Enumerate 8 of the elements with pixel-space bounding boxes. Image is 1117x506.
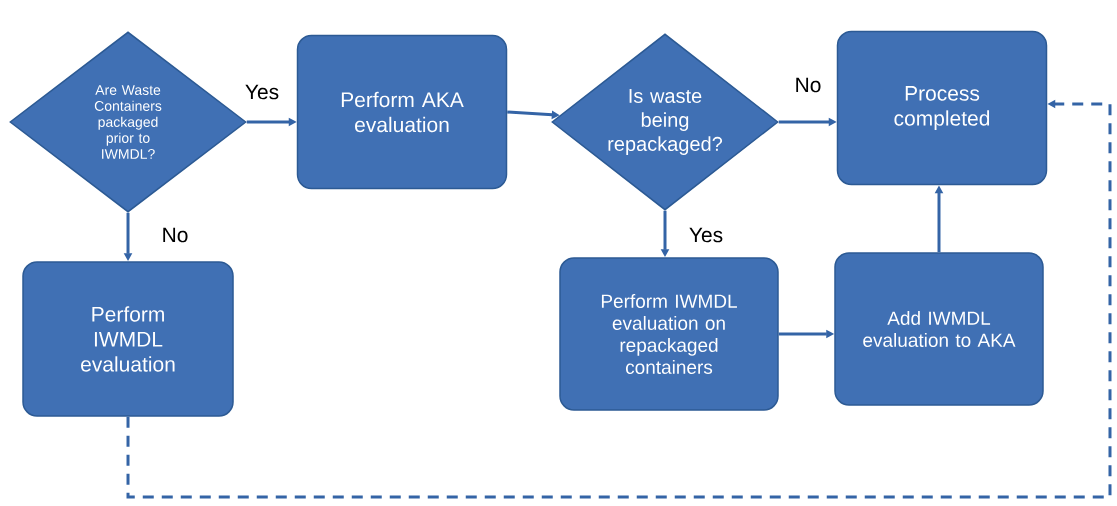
process-box: Add IWMDL evaluation to AKA — [834, 252, 1044, 406]
edge-label: Yes — [687, 226, 725, 244]
process-box: Perform IWMDL evaluation on repackaged containers — [559, 257, 779, 411]
edge-label: No — [793, 76, 823, 94]
process-box: Process completed — [836, 30, 1048, 186]
process-box: Perform IWMDL evaluation — [22, 261, 234, 417]
edge-label: No — [160, 226, 190, 244]
process-box: Perform AKA evaluation — [296, 34, 508, 190]
